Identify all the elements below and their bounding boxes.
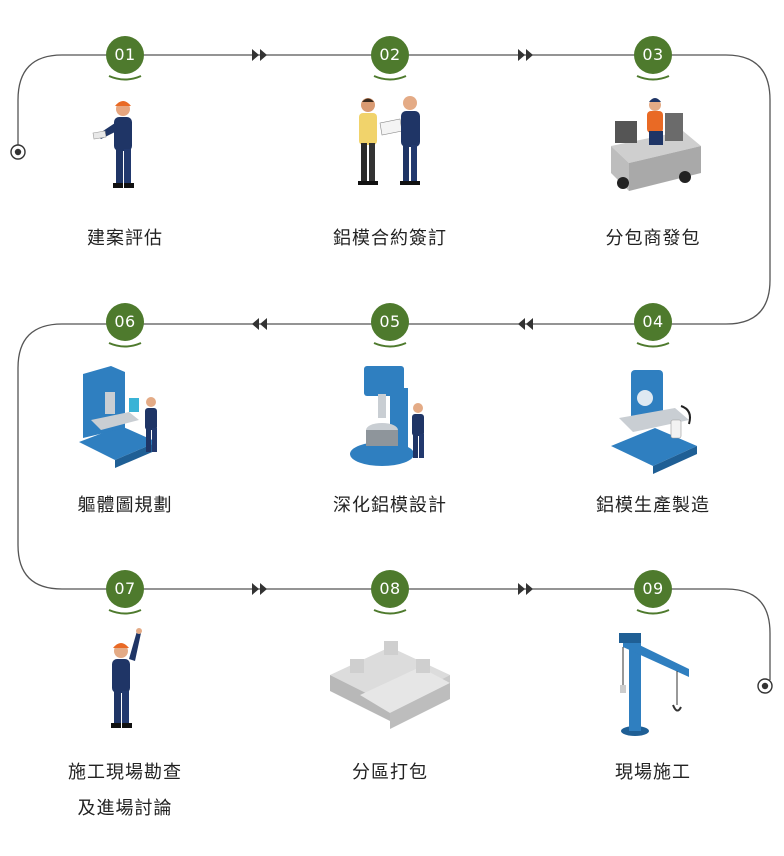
step-label-line: 及進場討論 <box>77 798 173 819</box>
double-chevron-right-icon <box>518 583 533 595</box>
step-label: 深化鋁模設計 <box>333 495 447 516</box>
forklift-driver-illustration <box>611 98 701 191</box>
step-07: 07 施工現場勘查 及進場討論 <box>35 570 215 827</box>
double-chevron-right-icon <box>518 49 533 61</box>
machining-center-illustration <box>79 366 157 468</box>
step-number-badge: 08 <box>371 570 409 608</box>
badge-underline <box>108 342 142 348</box>
step-06: 06 軀體圖規劃 <box>35 303 215 524</box>
step-03: 03 分包商發包 <box>563 36 743 257</box>
contract-signing-illustration <box>358 96 420 185</box>
step-label: 鋁模生產製造 <box>596 495 710 516</box>
milling-machine-illustration <box>350 366 424 466</box>
step-02: 02 鋁模合約簽訂 <box>300 36 480 257</box>
step-label: 軀體圖規劃 <box>77 495 173 516</box>
step-label: 鋁模合約簽訂 <box>333 228 447 249</box>
step-label: 分包商發包 <box>605 228 701 249</box>
site-worker-waving-illustration <box>111 628 142 728</box>
step-08: 08 分區打包 <box>300 570 480 791</box>
step-01: 01 建案評估 <box>35 36 215 257</box>
step-number-badge: 02 <box>371 36 409 74</box>
step-number-badge: 05 <box>371 303 409 341</box>
badge-underline <box>373 609 407 615</box>
badge-underline <box>108 609 142 615</box>
start-dot-icon <box>10 144 26 160</box>
badge-underline <box>373 75 407 81</box>
step-label-line: 施工現場勘查 <box>68 762 182 783</box>
step-05: 05 深化鋁模設計 <box>300 303 480 524</box>
step-label: 建案評估 <box>87 228 163 249</box>
cnc-machine-illustration <box>611 370 697 474</box>
step-number-badge: 01 <box>106 36 144 74</box>
step-number-badge: 07 <box>106 570 144 608</box>
step-label: 施工現場勘查 及進場討論 <box>35 755 215 827</box>
worker-inspecting-illustration <box>92 101 134 188</box>
badge-underline <box>636 342 670 348</box>
step-number-badge: 04 <box>634 303 672 341</box>
step-number-badge: 03 <box>634 36 672 74</box>
badge-underline <box>636 75 670 81</box>
step-number-badge: 09 <box>634 570 672 608</box>
double-chevron-left-icon <box>518 318 533 330</box>
step-04: 04 鋁模生產製造 <box>563 303 743 524</box>
double-chevron-right-icon <box>252 49 267 61</box>
step-label: 現場施工 <box>615 762 691 783</box>
step-09: 09 現場施工 <box>563 570 743 791</box>
aluminum-formwork-package-illustration <box>330 641 450 729</box>
double-chevron-right-icon <box>252 583 267 595</box>
badge-underline <box>373 342 407 348</box>
step-label: 分區打包 <box>352 762 428 783</box>
badge-underline <box>636 609 670 615</box>
jib-crane-illustration <box>619 633 689 736</box>
step-number-badge: 06 <box>106 303 144 341</box>
badge-underline <box>108 75 142 81</box>
double-chevron-left-icon <box>252 318 267 330</box>
end-dot-icon <box>757 678 773 694</box>
